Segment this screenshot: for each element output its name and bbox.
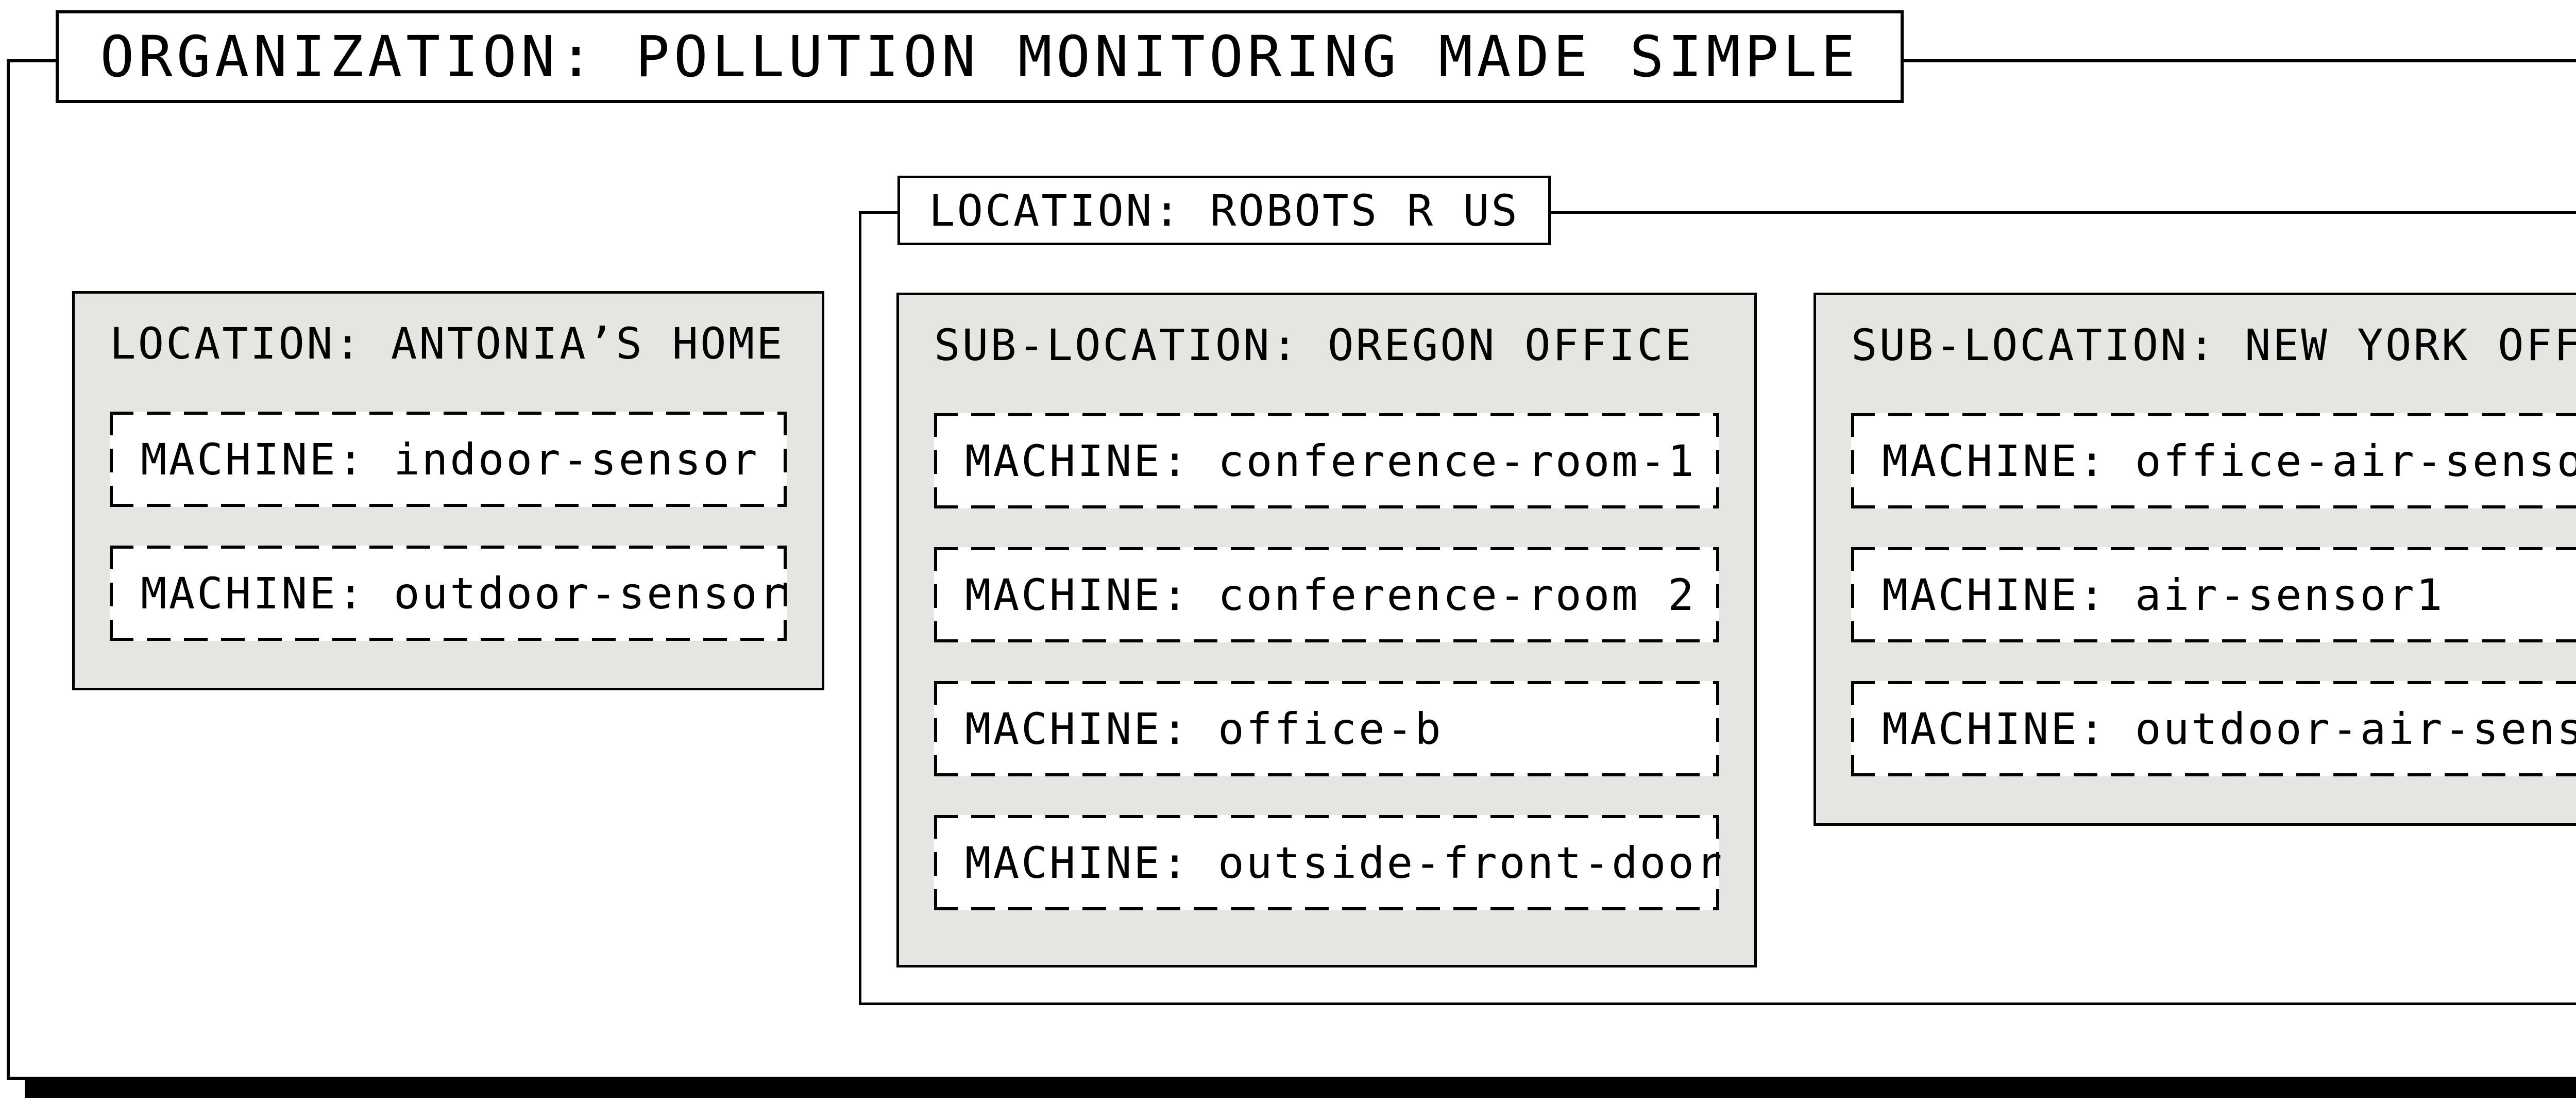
location-title-box-robots-r-us: LOCATION: ROBOTS R US <box>897 176 1551 245</box>
sublocation-title-oregon-office: SUB-LOCATION: OREGON OFFICE <box>934 320 1693 370</box>
machine-box-conference-room-1: MACHINE: conference-room-1 <box>934 413 1719 508</box>
machine-label-outside-front-door: MACHINE: outside-front-door <box>965 837 1724 888</box>
machine-label-conference-room-2: MACHINE: conference-room 2 <box>965 569 1696 620</box>
location-title-label-robots-r-us: LOCATION: ROBOTS R US <box>928 185 1520 236</box>
machine-box-office-air-sensor: MACHINE: office-air-sensor <box>1851 413 2576 508</box>
machine-label-indoor-sensor: MACHINE: indoor-sensor <box>141 434 759 485</box>
machine-label-outdoor-sensor: MACHINE: outdoor-sensor <box>141 568 788 619</box>
machine-box-outside-front-door: MACHINE: outside-front-door <box>934 815 1722 910</box>
sublocation-box-new-york-office: SUB-LOCATION: NEW YORK OFFICE MACHINE: o… <box>1814 293 2576 826</box>
location-title-antonias-home: LOCATION: ANTONIA’S HOME <box>110 318 785 369</box>
machine-label-conference-room-1: MACHINE: conference-room-1 <box>965 435 1696 486</box>
machine-label-office-b: MACHINE: office-b <box>965 703 1443 754</box>
machine-box-indoor-sensor: MACHINE: indoor-sensor <box>110 412 787 507</box>
machine-box-outdoor-air-sensor: MACHINE: outdoor-air-sensor <box>1851 681 2576 776</box>
machine-box-office-b: MACHINE: office-b <box>934 681 1719 776</box>
machine-label-air-sensor1: MACHINE: air-sensor1 <box>1882 569 2445 620</box>
machine-label-office-air-sensor: MACHINE: office-air-sensor <box>1882 435 2576 486</box>
machine-box-air-sensor1: MACHINE: air-sensor1 <box>1851 547 2576 642</box>
organization-title-label: ORGANIZATION: POLLUTION MONITORING MADE … <box>100 24 1859 90</box>
organization-title-box: ORGANIZATION: POLLUTION MONITORING MADE … <box>56 10 1904 103</box>
machine-label-outdoor-air-sensor: MACHINE: outdoor-air-sensor <box>1882 703 2576 754</box>
sublocation-box-oregon-office: SUB-LOCATION: OREGON OFFICE MACHINE: con… <box>896 293 1757 967</box>
machine-box-outdoor-sensor: MACHINE: outdoor-sensor <box>110 546 787 641</box>
location-box-antonias-home: LOCATION: ANTONIA’S HOME MACHINE: indoor… <box>72 291 824 690</box>
machine-box-conference-room-2: MACHINE: conference-room 2 <box>934 547 1719 642</box>
sublocation-title-new-york-office: SUB-LOCATION: NEW YORK OFFICE <box>1851 320 2576 370</box>
location-box-robots-r-us: SUB-LOCATION: OREGON OFFICE MACHINE: con… <box>859 211 2576 1005</box>
